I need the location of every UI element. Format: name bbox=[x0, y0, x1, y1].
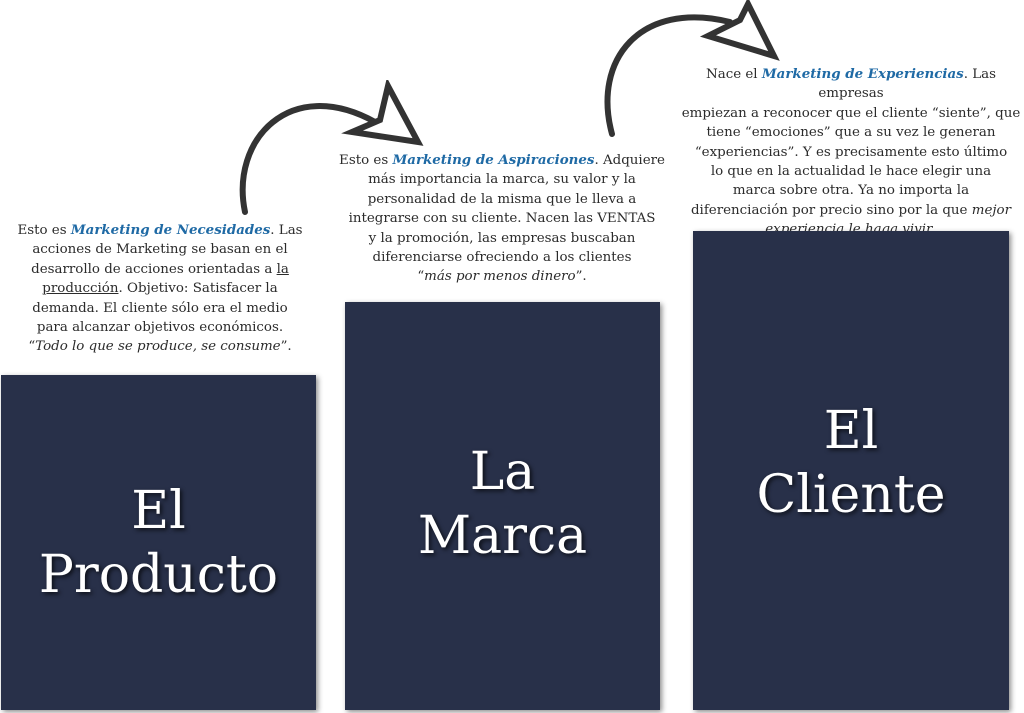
stage-2-title: La Marca bbox=[417, 442, 588, 566]
stage-3-description: Nace el Marketing de Experiencias. Las e… bbox=[681, 66, 1021, 238]
stage-2-highlight: Marketing de Aspiraciones bbox=[392, 152, 595, 168]
stage-1-title: El Producto bbox=[38, 481, 279, 605]
stage-2-description: Esto es Marketing de Aspiraciones. Adqui… bbox=[339, 152, 665, 285]
curved-arrow-icon bbox=[604, 0, 780, 137]
stage-1-box: El Producto bbox=[1, 375, 316, 710]
stage-1-description: Esto es Marketing de Necesidades. Las ac… bbox=[17, 222, 303, 355]
stage-2-box: La Marca bbox=[345, 302, 660, 710]
stage-1-highlight: Marketing de Necesidades bbox=[70, 222, 271, 238]
stage-3-highlight: Marketing de Experiencias bbox=[761, 66, 964, 82]
stage-3-box: El Cliente bbox=[693, 231, 1009, 710]
stage-3-title: El Cliente bbox=[756, 401, 946, 525]
curved-arrow-icon bbox=[239, 80, 424, 215]
